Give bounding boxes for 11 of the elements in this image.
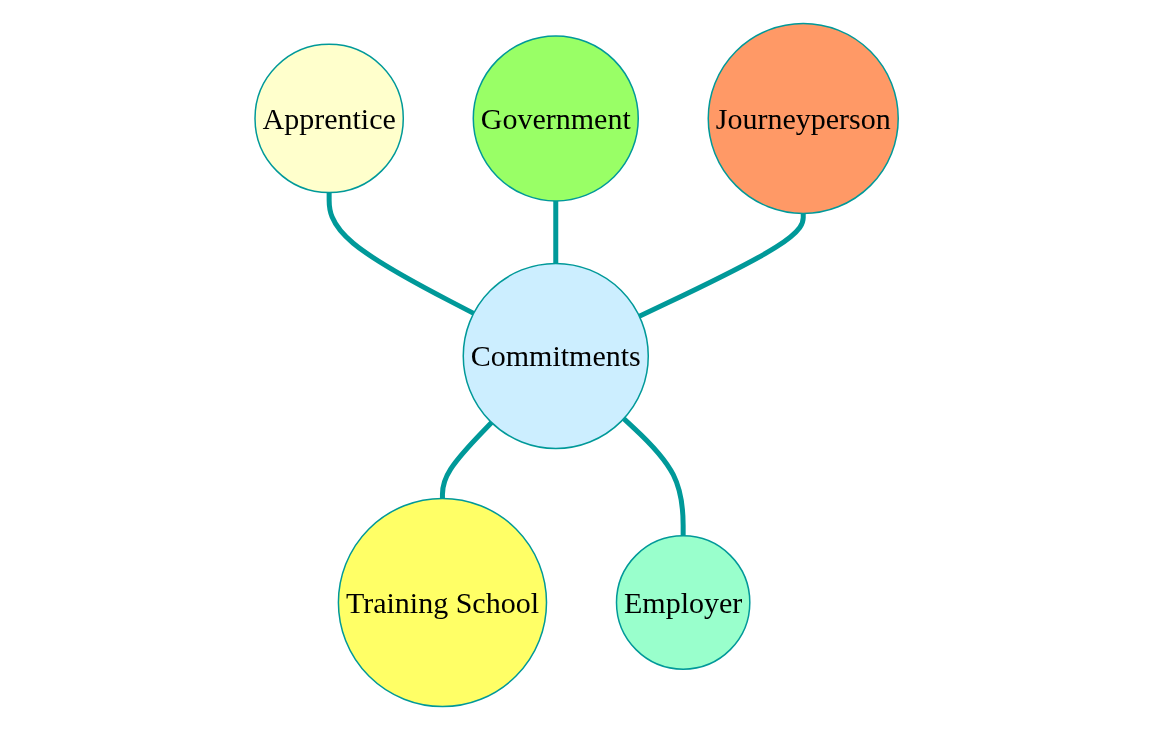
node-circle: Apprentice — [254, 43, 405, 194]
connector — [327, 192, 476, 316]
node-circle: Employer — [616, 535, 751, 670]
node-circle: Training School — [338, 497, 548, 708]
node-circle: Journeyperson — [707, 22, 900, 215]
node-circle: Commitments — [462, 262, 650, 450]
node-circle: Government — [472, 35, 640, 202]
connector — [638, 213, 807, 319]
connector — [622, 416, 687, 536]
connector — [440, 420, 494, 499]
connector — [553, 200, 559, 264]
